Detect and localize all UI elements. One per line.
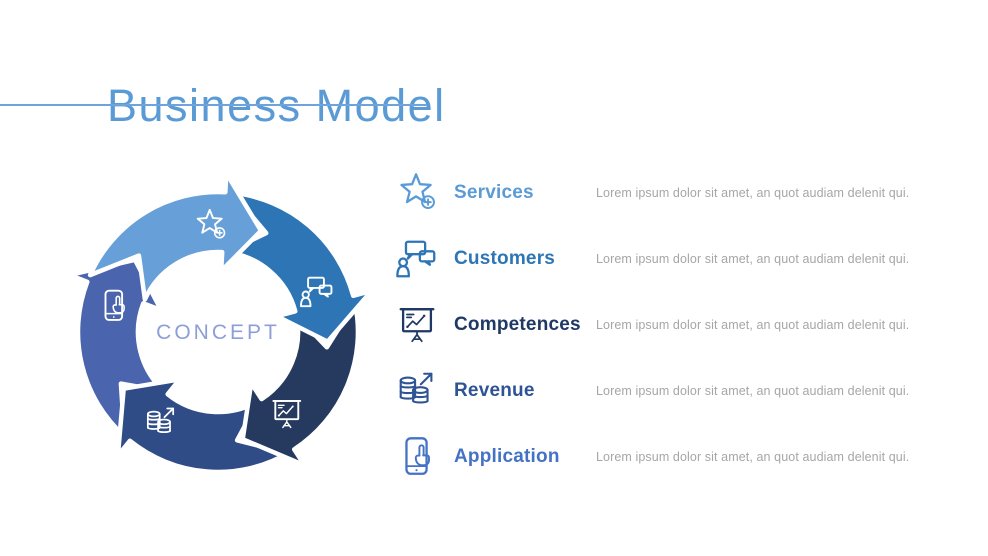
concept-diagram: CONCEPT <box>38 152 398 512</box>
item-description: Lorem ipsum dolor sit amet, an quot audi… <box>596 383 910 398</box>
phone-tap-icon <box>394 434 440 480</box>
ring-arrow-application <box>67 257 167 439</box>
items-list: Services Lorem ipsum dolor sit amet, an … <box>394 162 954 487</box>
ring-arrow-services <box>87 170 264 302</box>
item-label: Revenue <box>454 379 535 401</box>
item-description: Lorem ipsum dolor sit amet, an quot audi… <box>596 317 910 332</box>
coins-arrow-icon <box>394 368 440 414</box>
list-item-services: Services Lorem ipsum dolor sit amet, an … <box>394 162 954 223</box>
concept-label: CONCEPT <box>156 321 280 344</box>
list-item-customers: Customers Lorem ipsum dolor sit amet, an… <box>394 228 954 289</box>
title-underline <box>0 104 427 106</box>
ring-arrow-customers <box>224 190 374 344</box>
item-description: Lorem ipsum dolor sit amet, an quot audi… <box>596 449 910 464</box>
item-description: Lorem ipsum dolor sit amet, an quot audi… <box>596 251 910 266</box>
concept-ring <box>67 170 374 475</box>
item-label: Customers <box>454 247 556 269</box>
list-item-competences: Competences Lorem ipsum dolor sit amet, … <box>394 294 954 355</box>
list-item-revenue: Revenue Lorem ipsum dolor sit amet, an q… <box>394 360 954 421</box>
item-label: Competences <box>454 313 581 335</box>
ring-arrow-revenue <box>115 377 291 475</box>
presentation-chart-icon <box>394 302 440 348</box>
list-item-application: Application Lorem ipsum dolor sit amet, … <box>394 426 954 487</box>
star-plus-icon <box>394 170 440 216</box>
item-description: Lorem ipsum dolor sit amet, an quot audi… <box>596 185 910 200</box>
item-label: Services <box>454 181 534 203</box>
item-label: Application <box>454 445 560 467</box>
ring-arrow-competences <box>240 300 361 468</box>
chat-person-icon <box>394 236 440 282</box>
